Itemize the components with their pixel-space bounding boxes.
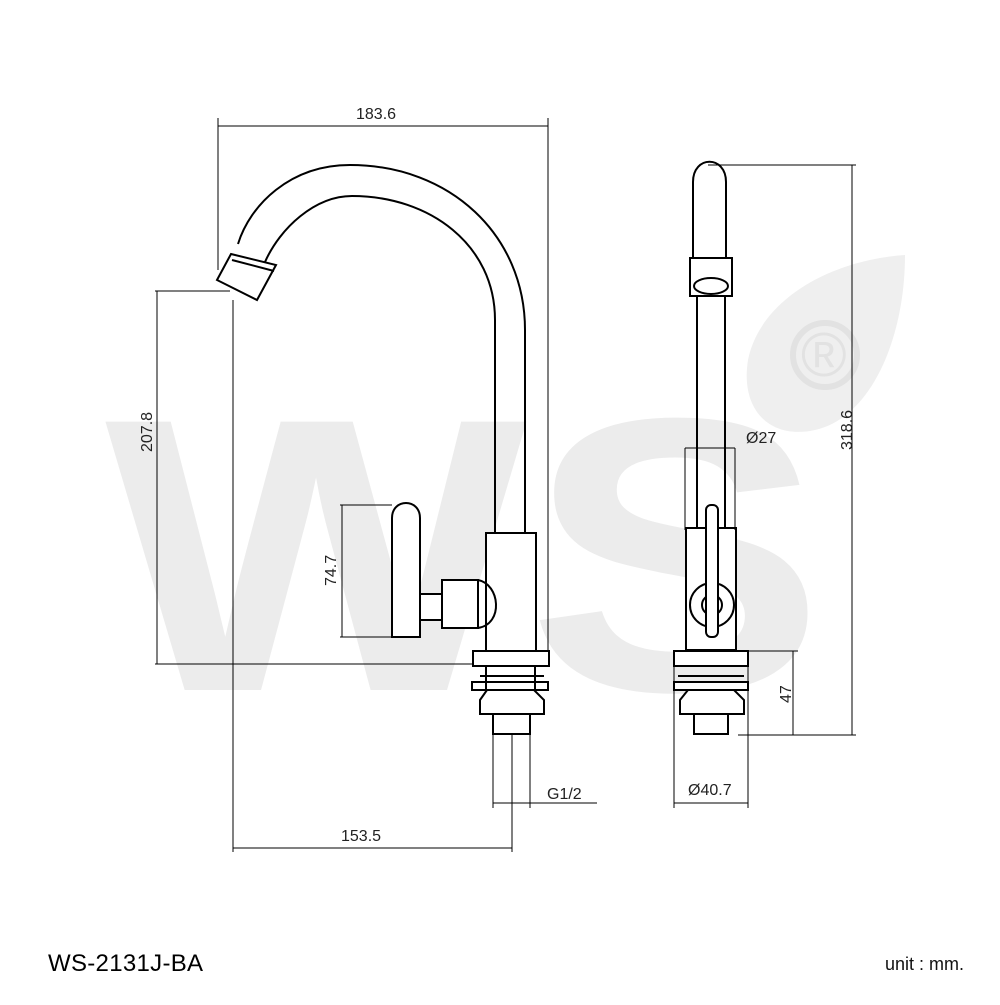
handle-hub (441, 579, 479, 629)
handle-stem (419, 593, 443, 621)
registered-circle (790, 320, 860, 390)
front-dimension-lines (155, 118, 597, 852)
faucet-front-view (215, 163, 550, 735)
dim-base-diameter: Ø40.7 (688, 782, 732, 799)
base-flange (472, 650, 550, 667)
handle-cap (477, 579, 497, 629)
dim-overall-height: 318.6 (839, 410, 856, 450)
handle-lever (391, 502, 421, 638)
model-code: WS-2131J-BA (48, 950, 204, 977)
dim-overall-width: 183.6 (356, 106, 396, 123)
unit-label: unit : mm. (884, 954, 964, 974)
spout-outer-curve (237, 163, 526, 535)
dim-handle-height: 74.7 (323, 555, 340, 586)
faucet-body (485, 532, 537, 652)
dim-thread: G1/2 (547, 786, 582, 803)
side-handle-lever (705, 504, 719, 638)
side-base-washer (673, 681, 749, 691)
dim-spout-diameter: Ø27 (746, 430, 776, 447)
side-dimension-lines (673, 164, 856, 808)
side-base-flange (673, 650, 749, 667)
dim-spout-height: 207.8 (139, 412, 156, 452)
thread-pipe (492, 713, 531, 735)
dim-base-height: 47 (778, 685, 795, 703)
side-spout-top (692, 160, 727, 259)
spout-nozzle (215, 252, 278, 302)
dim-spout-reach: 153.5 (341, 828, 381, 845)
dimension-labels: 183.6 207.8 74.7 153.5 G1/2 Ø27 318.6 47… (139, 106, 856, 845)
base-washer (471, 681, 549, 691)
spout-inner-curve (264, 194, 496, 535)
registered-mark: ® (801, 321, 847, 390)
watermark-leaf (746, 255, 905, 432)
